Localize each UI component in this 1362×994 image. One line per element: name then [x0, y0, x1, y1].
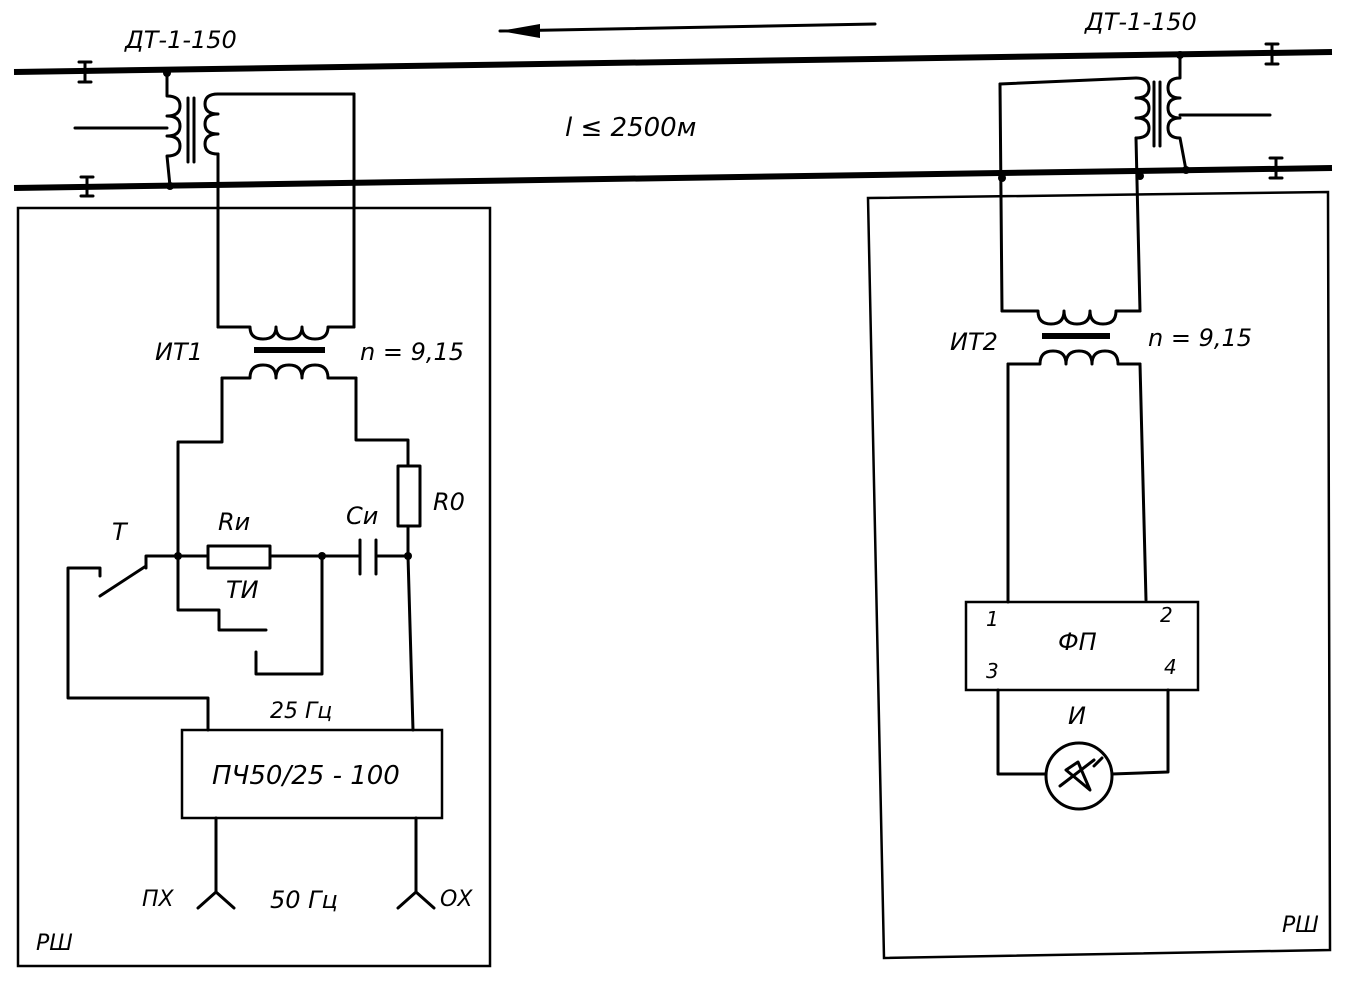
- fp-label: ФП: [1058, 628, 1097, 656]
- cu-label: Cи: [346, 502, 378, 530]
- fp-pin1-label: 1: [986, 607, 999, 631]
- key-switch-t: [90, 564, 148, 598]
- junction-dot: [404, 552, 412, 560]
- fp-pin2-label: 2: [1160, 603, 1173, 627]
- it1-transformer: [216, 325, 358, 380]
- length-label: l ≤ 2500м: [565, 113, 696, 143]
- junction-dot: [174, 552, 182, 560]
- dt-right-label: ДТ-1-150: [1084, 8, 1197, 36]
- power-inputs: [196, 816, 436, 910]
- frequency-converter-box: [180, 728, 444, 820]
- indicator-label: И: [1068, 702, 1086, 730]
- rsh-left-label: РШ: [36, 931, 73, 956]
- left-circuit-wiring: [66, 376, 415, 732]
- n-left-label: n = 9,15: [360, 338, 464, 366]
- relay-cabinet-right: [866, 190, 1332, 960]
- rail-top: [13, 49, 1333, 75]
- t-label: Т: [112, 518, 129, 546]
- f25-label: 25 Гц: [270, 699, 332, 724]
- direction-arrow: [498, 22, 877, 38]
- n-right-label: n = 9,15: [1148, 324, 1252, 352]
- f50-label: 50 Гц: [270, 886, 338, 914]
- dt-left-label: ДТ-1-150: [124, 26, 237, 54]
- cu-capacitor: [358, 538, 378, 576]
- ru-resistor: [206, 544, 272, 570]
- it2-transformer: [1000, 309, 1148, 604]
- ti-label: ТИ: [226, 576, 259, 604]
- relay-cabinet-left: [16, 206, 492, 968]
- dt-transformer-right: [998, 51, 1272, 313]
- r0-label: R0: [433, 488, 465, 516]
- r0-resistor: [396, 464, 422, 528]
- insulating-joint-right-top: [1264, 42, 1280, 66]
- insulating-joint-left-bottom: [79, 175, 95, 198]
- indicator-lamp: [996, 688, 1170, 811]
- rsh-right-label: РШ: [1282, 913, 1319, 938]
- converter-label: ПЧ50/25 - 100: [212, 761, 400, 791]
- rail-bottom: [13, 165, 1333, 191]
- ox-label: ОХ: [440, 887, 473, 912]
- junction-dot: [318, 552, 326, 560]
- filter-fp-box: [964, 600, 1200, 692]
- insulating-joint-left-top: [77, 60, 93, 84]
- rails: [13, 42, 1333, 198]
- dt-transformer-left: [73, 69, 356, 329]
- px-label: ПХ: [142, 887, 175, 912]
- it1-label: ИТ1: [155, 338, 203, 366]
- ru-label: Rи: [218, 508, 250, 536]
- it2-label: ИТ2: [950, 328, 998, 356]
- insulating-joint-right-bottom: [1268, 156, 1284, 180]
- fp-pin3-label: 3: [986, 659, 999, 683]
- fp-pin4-label: 4: [1164, 655, 1177, 679]
